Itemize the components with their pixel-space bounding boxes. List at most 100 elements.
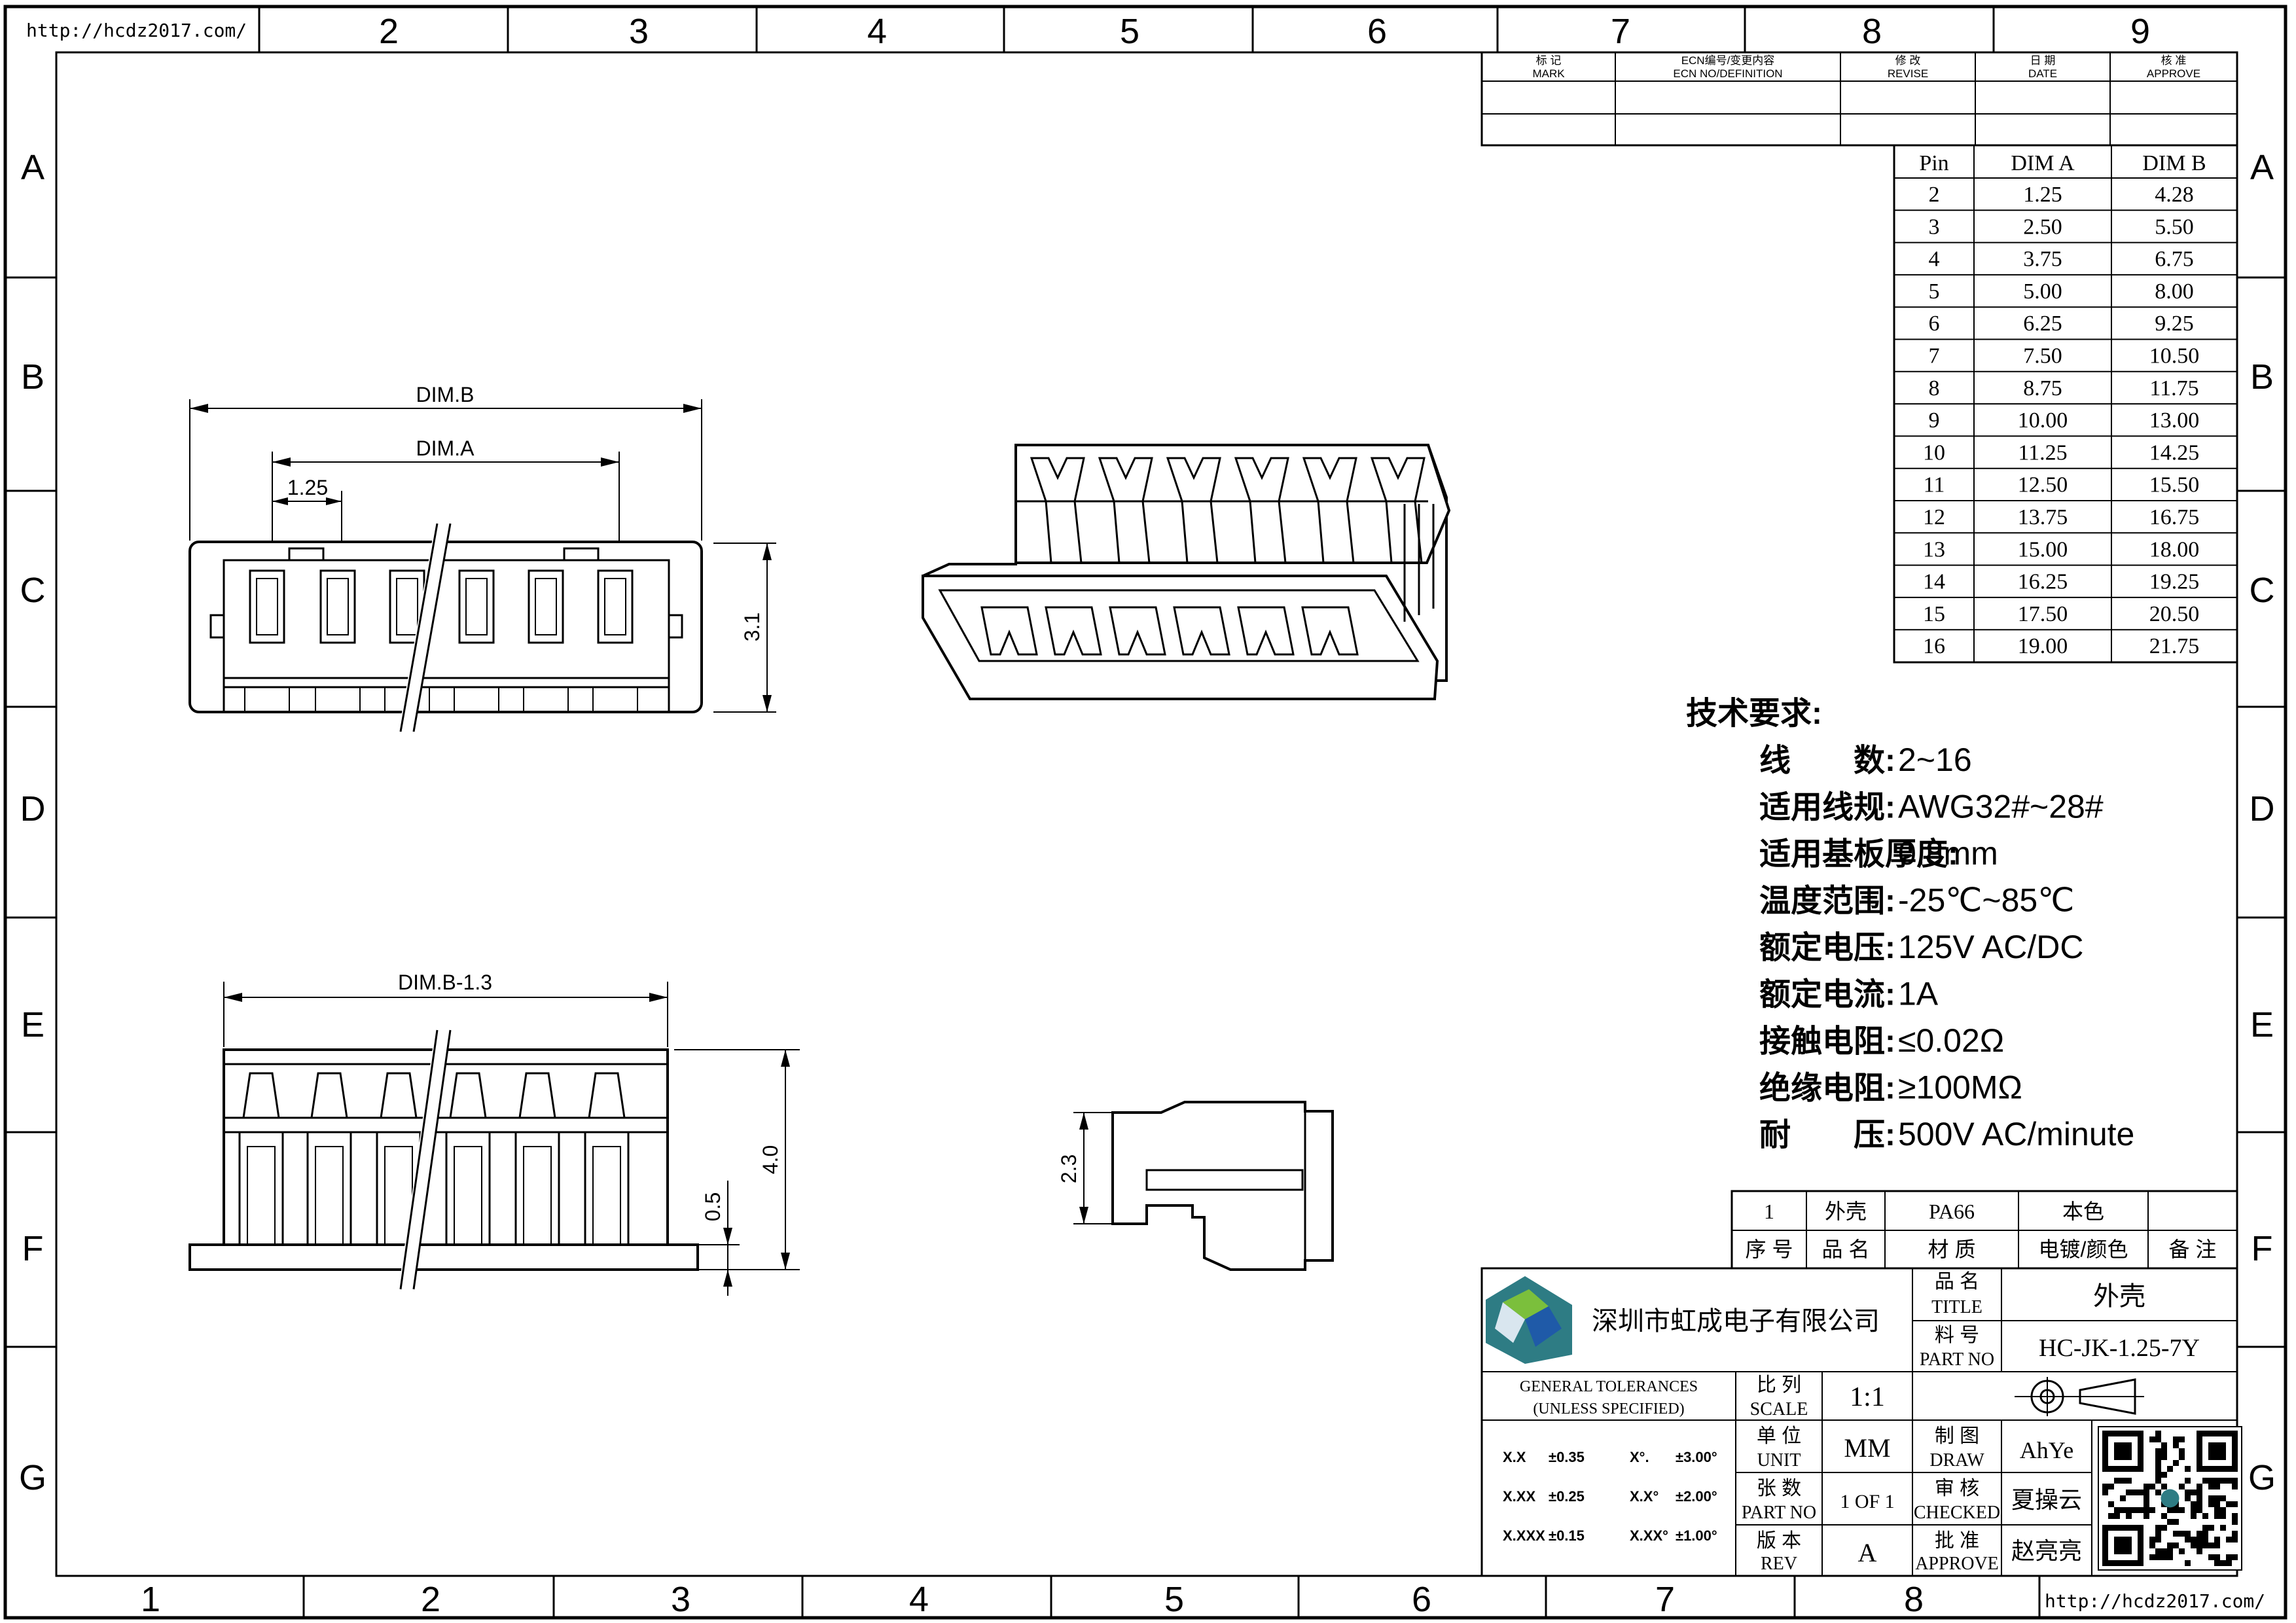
requirements-heading: 技术要求: bbox=[1686, 696, 1822, 731]
zone-col-top: 2 bbox=[379, 12, 399, 51]
zone-col-top: 3 bbox=[629, 12, 649, 51]
side-view-bottom: DIM.B-1.3 4.0 0.5 bbox=[188, 971, 800, 1296]
zone-row-right: E bbox=[2250, 1005, 2274, 1044]
zone-col-bottom: 7 bbox=[1655, 1580, 1675, 1619]
rev-header-cn: 核 准 bbox=[2161, 54, 2187, 67]
rev-header-cn: 标 记 bbox=[1536, 54, 1562, 67]
approve-label-en: APPROVE bbox=[1915, 1554, 1999, 1574]
zone-col-bottom: 2 bbox=[421, 1580, 440, 1619]
drawing-frame: http://hcdz2017.com/ http://hcdz2017.com… bbox=[3, 5, 2287, 1620]
requirement-value: 0.8mm bbox=[1898, 835, 1998, 872]
height-3-1-label: 3.1 bbox=[740, 613, 764, 641]
draw-label-en: DRAW bbox=[1929, 1450, 1984, 1471]
rev-header-en: APPROVE bbox=[2147, 67, 2200, 80]
table-cell: 16.25 bbox=[2018, 570, 2068, 594]
projection-symbol-icon bbox=[2015, 1377, 2144, 1416]
table-cell: 12 bbox=[1923, 505, 1945, 529]
table-header: DIM A bbox=[2011, 151, 2075, 175]
unit-value: MM bbox=[1844, 1433, 1890, 1463]
table-cell: 7.50 bbox=[2023, 344, 2062, 368]
tolerance-cell: ±2.00° bbox=[1676, 1488, 1717, 1505]
zone-col-bottom: 5 bbox=[1164, 1580, 1184, 1619]
table-cell: 4 bbox=[1929, 247, 1940, 272]
tolerance-cell: ±0.15 bbox=[1549, 1527, 1585, 1544]
zone-row-left: G bbox=[19, 1458, 46, 1497]
zone-col-top: 8 bbox=[1862, 12, 1882, 51]
zone-row-left: D bbox=[20, 789, 46, 829]
sheet-value: 1 OF 1 bbox=[1840, 1491, 1894, 1512]
zone-row-right: F bbox=[2251, 1229, 2273, 1268]
rev-header-cn: ECN编号/变更内容 bbox=[1681, 54, 1775, 67]
zone-row-right: G bbox=[2248, 1458, 2276, 1497]
table-cell: 9.25 bbox=[2155, 312, 2194, 336]
tolerance-subheading: (UNLESS SPECIFIED) bbox=[1533, 1400, 1684, 1418]
table-cell: 6.25 bbox=[2023, 312, 2062, 336]
zone-row-left: A bbox=[21, 148, 45, 187]
requirement-value: 1A bbox=[1898, 976, 1939, 1012]
table-cell: 11.75 bbox=[2149, 376, 2198, 401]
rev-header-en: MARK bbox=[1532, 67, 1565, 80]
qr-code-icon bbox=[2098, 1426, 2242, 1571]
tolerance-cell: ±0.35 bbox=[1549, 1449, 1585, 1465]
table-cell: 13.00 bbox=[2149, 408, 2200, 433]
bom-table: 1 外壳 PA66 本色 序 号 品 名 材 质 电镀/颜色 备 注 bbox=[1731, 1190, 2238, 1270]
sheet-label-cn: 张 数 bbox=[1757, 1478, 1801, 1499]
zone-col-bottom: 8 bbox=[1904, 1580, 1924, 1619]
table-cell: 10 bbox=[1923, 440, 1945, 465]
table-cell: 19.25 bbox=[2149, 570, 2200, 594]
top-url: http://hcdz2017.com/ bbox=[26, 20, 247, 41]
height-4-0-label: 4.0 bbox=[759, 1145, 782, 1174]
table-cell: 13.75 bbox=[2018, 505, 2068, 529]
bom-header-remark: 备 注 bbox=[2169, 1238, 2217, 1261]
tolerance-cell: ±3.00° bbox=[1676, 1449, 1717, 1465]
dim-a-label: DIM.A bbox=[416, 437, 475, 460]
table-cell: 8.75 bbox=[2023, 376, 2062, 401]
zone-row-left: B bbox=[21, 357, 45, 397]
table-cell: 8.00 bbox=[2155, 279, 2194, 304]
table-cell: 15 bbox=[1923, 602, 1945, 626]
requirement-label: 适用基板厚度: bbox=[1759, 837, 1958, 872]
rev-header-cn: 日 期 bbox=[2030, 54, 2056, 67]
part-value: HC-JK-1.25-7Y bbox=[2039, 1334, 2200, 1362]
requirement-value: 2~16 bbox=[1898, 741, 1972, 778]
table-cell: 13 bbox=[1923, 537, 1945, 562]
zone-row-right: C bbox=[2250, 571, 2275, 610]
requirement-label: 绝缘电阻: bbox=[1759, 1071, 1895, 1106]
approve-label-cn: 批 准 bbox=[1935, 1530, 1979, 1552]
table-cell: 16 bbox=[1923, 634, 1945, 658]
zone-col-top: 5 bbox=[1120, 12, 1139, 51]
requirement-label: 适用线规: bbox=[1759, 791, 1895, 825]
unit-label-cn: 单 位 bbox=[1757, 1425, 1801, 1447]
zone-col-top: 4 bbox=[867, 12, 887, 51]
table-cell: 10.50 bbox=[2149, 344, 2200, 368]
zone-row-left: C bbox=[20, 571, 46, 610]
tolerance-cell: X.XX bbox=[1503, 1488, 1535, 1505]
bom-header-material: 材 质 bbox=[1928, 1238, 1976, 1261]
tolerance-heading: GENERAL TOLERANCES bbox=[1520, 1378, 1698, 1395]
table-cell: 3 bbox=[1929, 215, 1940, 239]
rev-header-en: ECN NO/DEFINITION bbox=[1673, 67, 1782, 80]
part-label-cn: 料 号 bbox=[1935, 1325, 1979, 1346]
revision-block: 标 记 MARK ECN编号/变更内容 ECN NO/DEFINITION 修 … bbox=[1480, 51, 2238, 147]
requirement-value: 125V AC/DC bbox=[1898, 929, 2083, 965]
zone-row-left: E bbox=[21, 1005, 45, 1044]
table-cell: 6.75 bbox=[2155, 247, 2194, 272]
rev-header-en: REVISE bbox=[1888, 67, 1928, 80]
company-name: 深圳市虹成电子有限公司 bbox=[1592, 1307, 1880, 1336]
draw-label-cn: 制 图 bbox=[1935, 1425, 1979, 1447]
table-header: DIM B bbox=[2142, 151, 2206, 175]
technical-requirements: 技术要求: 线 数:2~16适用线规:AWG32#~28#适用基板厚度:0.8m… bbox=[1686, 696, 2134, 1152]
scale-label-cn: 比 列 bbox=[1757, 1374, 1801, 1396]
table-cell: 5.50 bbox=[2155, 215, 2194, 239]
requirement-value: ≥100MΩ bbox=[1898, 1069, 2022, 1106]
table-cell: 3.75 bbox=[2023, 247, 2062, 272]
part-label-en: PART NO bbox=[1920, 1349, 1994, 1370]
front-view: DIM.B DIM.A 1.25 3.1 bbox=[188, 383, 776, 733]
bom-header-index: 序 号 bbox=[1746, 1238, 1793, 1261]
tolerance-cell: X.XXX bbox=[1503, 1527, 1545, 1544]
zone-row-right: A bbox=[2250, 148, 2274, 187]
requirement-value: -25℃~85℃ bbox=[1898, 882, 2074, 919]
table-cell: 18.00 bbox=[2149, 537, 2200, 562]
bom-cell-name: 外壳 bbox=[1825, 1200, 1867, 1223]
